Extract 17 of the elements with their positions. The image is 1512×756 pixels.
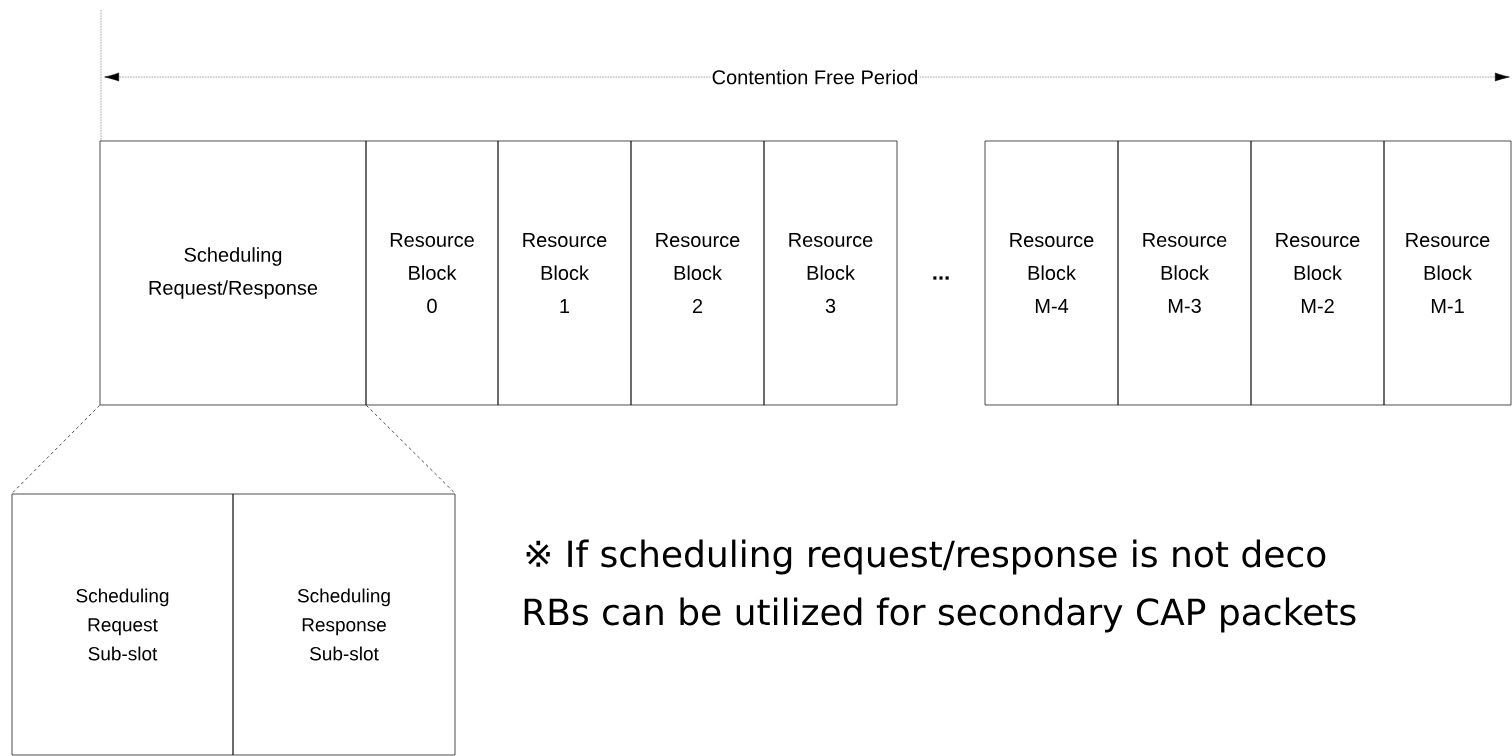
sub-slot-box: Scheduling Request Sub-slot bbox=[11, 493, 234, 756]
resource-block-box: Resource Block 1 bbox=[497, 140, 632, 406]
resource-block-box: Resource Block M-1 bbox=[1383, 140, 1512, 406]
scheduling-slot-box: Scheduling Request/Response bbox=[99, 140, 367, 406]
resource-block-box: Resource Block 3 bbox=[763, 140, 898, 406]
resource-block-box: Resource Block 0 bbox=[365, 140, 499, 406]
note-text: RBs can be utilized for secondary CAP packets bbox=[524, 597, 1356, 633]
zoom-line bbox=[11, 405, 100, 494]
note-text: ※ If scheduling request/response is not deco bbox=[526, 539, 1326, 575]
ellipsis: ... bbox=[933, 276, 949, 280]
dimension-label: Contention Free Period bbox=[710, 68, 920, 86]
resource-block-box: Resource Block M-2 bbox=[1250, 140, 1385, 406]
resource-block-box: Resource Block 2 bbox=[630, 140, 765, 406]
zoom-line bbox=[366, 405, 456, 494]
resource-block-box: Resource Block M-4 bbox=[984, 140, 1119, 406]
sub-slot-box: Scheduling Response Sub-slot bbox=[232, 493, 456, 756]
resource-block-box: Resource Block M-3 bbox=[1117, 140, 1252, 406]
